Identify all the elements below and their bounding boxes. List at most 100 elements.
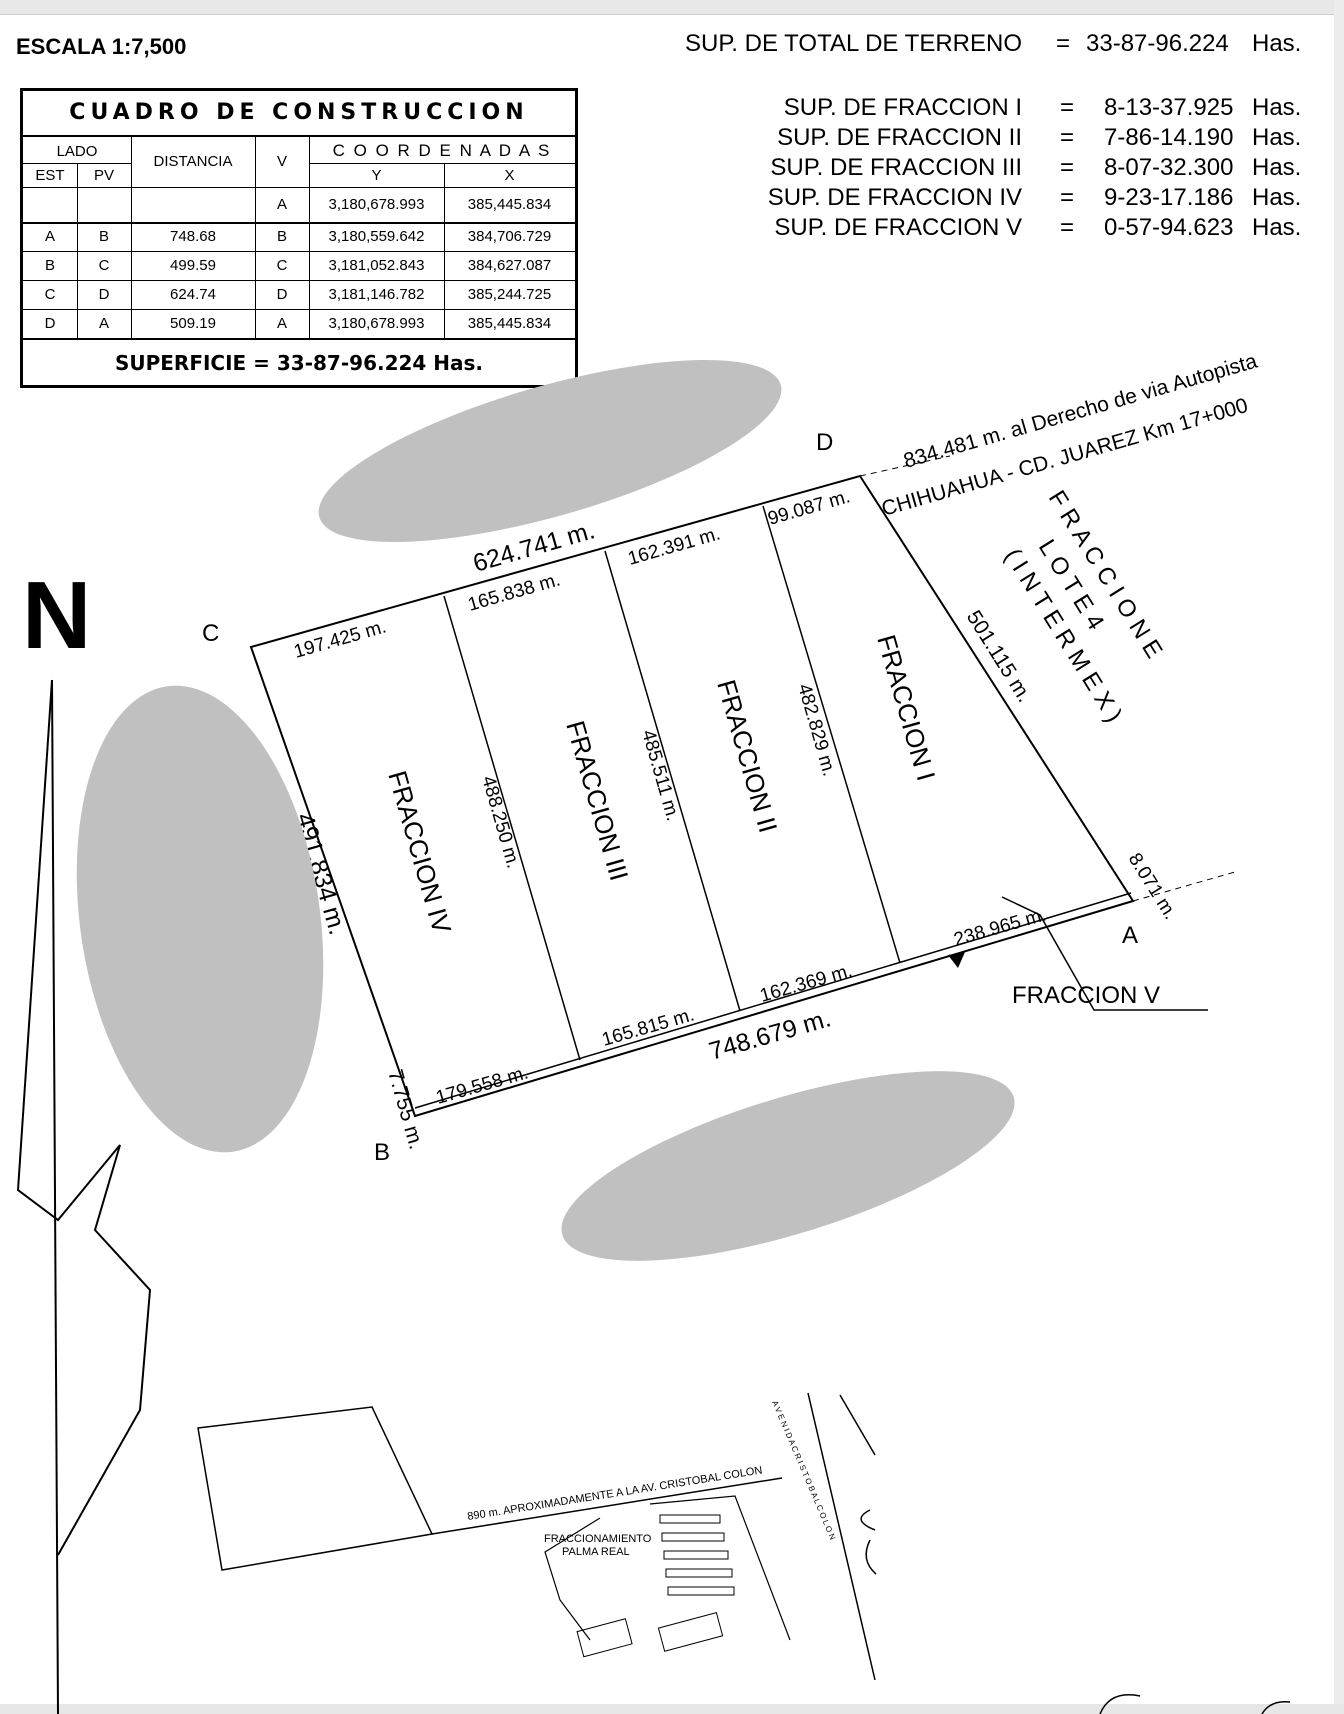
cell-y: 3,181,052.843 [328,257,425,274]
top-scrollbar-strip [0,0,1344,15]
avenue-label: A V E N I D A C R I S T O B A L C O L O … [770,1399,837,1541]
surface-equals: = [1060,214,1075,241]
block [663,1550,729,1560]
parcel [249,455,1236,1118]
surface-unit: Has. [1252,124,1302,151]
avenue-line [807,1392,876,1681]
subdivision-name-2: PALMA REAL [562,1546,630,1558]
surface-value: 7-86-14.190 [1104,124,1234,151]
avenue-line [839,1394,876,1456]
distance-to-avenue-note: 890 m. APROXIMADAMENTE A LA AV. CRISTOBA… [467,1464,764,1523]
fraccion-v-label: FRACCION V [1012,982,1160,1009]
cell-pv: C [98,257,110,274]
dim-bottom-f4: 179.558 m. [434,1062,531,1108]
header-v: V [276,153,287,170]
surface-unit: Has. [1252,184,1302,211]
divider-f2-f1 [762,505,901,964]
block [576,1618,633,1658]
header-coordenadas: C O O R D E N A D A S [332,141,552,160]
surface-unit: Has. [1252,214,1302,241]
subdivision-boundary [649,1495,791,1641]
subdivision-boundary [544,1517,601,1641]
block [667,1586,735,1596]
dim-a-short: 8.071 m. [1124,850,1181,924]
surface-equals: = [1060,94,1075,121]
cell-dist: 509.19 [170,315,216,332]
cell-x: 385,244.725 [467,286,552,303]
cell-pv: A [98,315,109,332]
fraccion-ii-label: FRACCION II [711,676,783,836]
table-rule [131,135,132,338]
dim-div-23: 485.511 m. [637,728,683,824]
cell-y: 3,180,678.993 [328,196,425,213]
surface-row-f3: SUP. DE FRACCION III = 8-07-32.300 Has. [0,154,1344,184]
cell-x: 385,445.834 [467,315,552,332]
dim-bottom-f3: 165.815 m. [600,1004,697,1050]
surface-unit: Has. [1252,154,1302,181]
avenue-curve [865,1539,877,1575]
parcel-location-outline [197,1406,434,1571]
header-pv: PV [93,167,114,184]
header-lado: LADO [56,143,98,160]
table-rule [444,163,445,338]
dim-bottom-total: 748.679 m. [706,1004,834,1065]
surface-row-f5: SUP. DE FRACCION V = 0-57-94.623 Has. [0,214,1344,244]
block [657,1611,724,1652]
surface-unit: Has. [1252,94,1302,121]
cell-x: 385,445.834 [467,196,552,213]
header-x: X [504,167,515,184]
table-rule [23,309,575,310]
dim-div-34: 488.250 m. [477,774,523,871]
header-est: EST [35,167,65,184]
access-road [431,1477,783,1535]
cell-v: A [276,196,287,213]
surface-label: SUP. DE FRACCION IV [767,184,1022,211]
dim-div-12: 482.829 m. [793,682,839,779]
fraccion-i-label: FRACCION I [871,631,941,784]
cell-pv: D [98,286,110,303]
cell-est: B [44,257,55,274]
cell-x: 384,706.729 [467,228,552,245]
cell-dist: 499.59 [170,257,216,274]
road-leader-line [859,455,951,477]
table-rule [23,222,575,224]
dim-top-f4: 197.425 m. [292,616,389,662]
scale-label: ESCALA 1:7,500 [16,34,187,59]
surface-label: SUP. DE FRACCION I [783,94,1022,121]
construction-table: CUADRO DE CONSTRUCCION LADO EST PV DISTA… [20,88,578,388]
cell-x: 384,627.087 [467,257,552,274]
cell-y: 3,180,678.993 [328,315,425,332]
surface-label: SUP. DE TOTAL DE TERRENO [685,30,1022,57]
north-arrow-outline [16,679,152,1556]
cell-v: D [276,286,288,303]
table-rule [255,135,256,338]
right-edge-strip [1334,0,1344,1714]
fraccion-v-leader [1001,896,1208,1011]
location-sketch: 890 m. APROXIMADAMENTE A LA AV. CRISTOBA… [197,1392,877,1681]
surface-unit: Has. [1252,30,1302,57]
block [665,1568,733,1578]
table-superficie: SUPERFICIE = 33-87-96.224 Has. [114,351,484,375]
cell-v: B [276,228,287,245]
cell-y: 3,180,559.642 [328,228,425,245]
surface-value: 8-07-32.300 [1104,154,1234,181]
table-rule [23,338,575,340]
surface-label: SUP. DE FRACCION V [774,214,1022,241]
divider-f4-f3 [443,595,581,1061]
surface-equals: = [1060,154,1075,181]
vertex-a: A [1122,922,1138,949]
surface-value: 8-13-37.925 [1104,94,1234,121]
fraccion-v-arrowhead [948,952,965,968]
cell-y: 3,181,146.782 [328,286,425,303]
dim-top-f1: 99.087 m. [766,486,853,529]
bottom-edge-strip [0,1704,1344,1714]
cell-est: D [44,315,56,332]
dim-top-f2: 162.391 m. [626,523,723,569]
surface-equals: = [1060,184,1075,211]
subdivision-name-1: FRACCIONAMIENTO [544,1533,652,1545]
surface-row-f4: SUP. DE FRACCION IV = 9-23-17.186 Has. [0,184,1344,214]
block [659,1514,721,1524]
surface-row-f1: SUP. DE FRACCION I = 8-13-37.925 Has. [0,94,1344,124]
